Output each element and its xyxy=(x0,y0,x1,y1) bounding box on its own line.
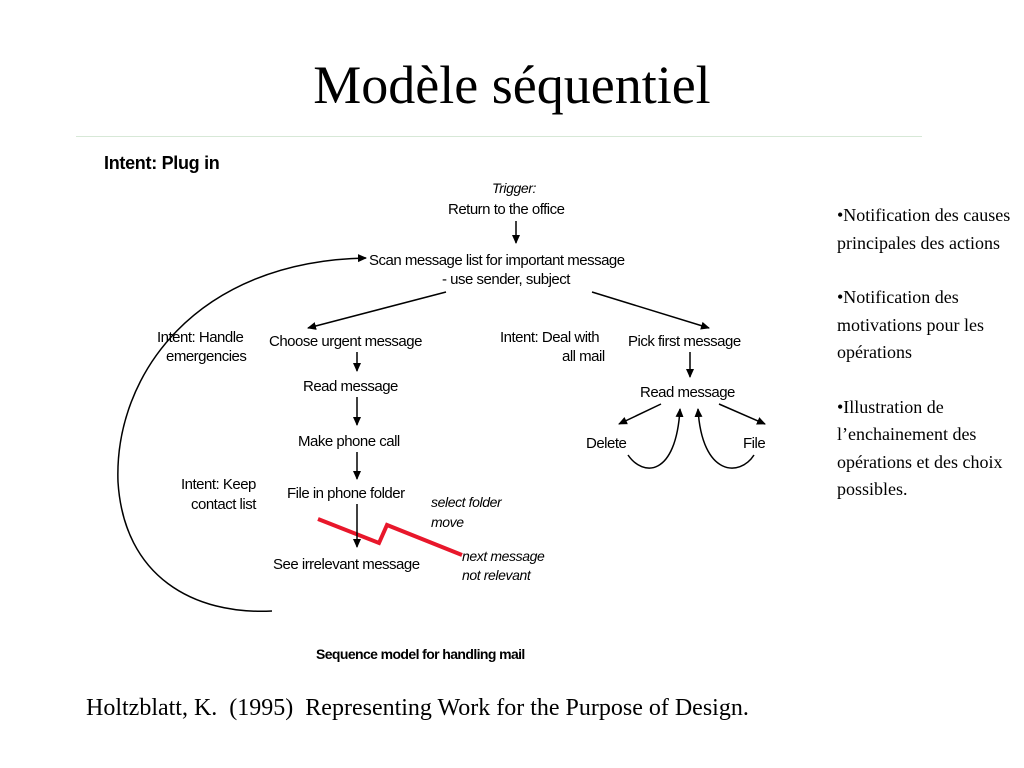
read-message-left-step: Read message xyxy=(303,378,398,395)
breakdown-bolt xyxy=(317,517,463,557)
next-message-note: next message xyxy=(462,548,545,564)
note-item: •Notification des causes principales des… xyxy=(837,205,1011,253)
intent-deal-with-all-mail: Intent: Deal with xyxy=(500,329,599,346)
trigger-text: Return to the office xyxy=(448,201,565,218)
trigger-label: Trigger: xyxy=(492,180,537,196)
select-folder-note-line2: move xyxy=(431,514,464,530)
loop-back-arrow xyxy=(117,254,367,613)
read-message-right-step: Read message xyxy=(640,384,735,401)
delete-action: Delete xyxy=(586,435,627,452)
scan-message-substep: - use sender, subject xyxy=(442,271,571,288)
file-in-phone-folder-step: File in phone folder xyxy=(287,485,405,502)
sequence-model-figure: Intent: Plug in Trigger: Return to the o… xyxy=(76,136,922,665)
read-to-delete-arrow xyxy=(618,403,662,425)
note-item: •Notification des motivations pour les o… xyxy=(837,287,984,362)
diagram-caption: Sequence model for handling mail xyxy=(316,646,525,662)
branch-right-arrow xyxy=(591,291,710,330)
note-item: •Illustration de l’enchainement des opér… xyxy=(837,396,1003,500)
intent-keep-contact-list: Intent: Keep xyxy=(181,476,256,493)
intent-handle-emergencies-line2: emergencies xyxy=(166,348,246,365)
make-phone-call-step: Make phone call xyxy=(298,433,400,450)
notes-list: •Notification des causes principales des… xyxy=(837,202,1024,531)
see-irrelevant-message-step: See irrelevant message xyxy=(273,556,420,573)
intent-deal-with-all-mail-line2: all mail xyxy=(562,348,605,365)
file-action: File xyxy=(743,435,765,452)
select-folder-note: select folder xyxy=(431,494,503,510)
delete-loop-arrow xyxy=(627,408,684,469)
diagram-heading: Intent: Plug in xyxy=(104,153,219,173)
intent-keep-contact-list-line2: contact list xyxy=(191,496,257,513)
scan-message-step: Scan message list for important message xyxy=(369,252,625,269)
slide-title: Modèle séquentiel xyxy=(313,55,711,115)
file-loop-arrow xyxy=(694,408,755,469)
branch-left-arrow xyxy=(307,291,447,330)
choose-urgent-message-step: Choose urgent message xyxy=(269,333,422,350)
read-to-file-arrow xyxy=(718,403,766,425)
citation: Holtzblatt, K. (1995) Representing Work … xyxy=(86,695,749,721)
sequence-model-diagram: Intent: Plug in Trigger: Return to the o… xyxy=(104,153,766,662)
next-message-note-line2: not relevant xyxy=(462,567,532,583)
pick-first-message-step: Pick first message xyxy=(628,333,741,350)
intent-handle-emergencies: Intent: Handle xyxy=(157,329,244,346)
